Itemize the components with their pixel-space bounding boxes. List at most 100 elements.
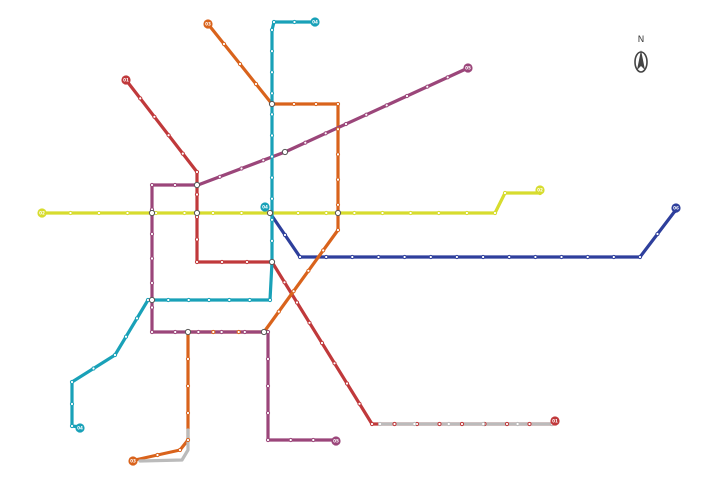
- station-dot-l1-10[interactable]: [219, 259, 225, 265]
- line-5-route[interactable]: [150, 66, 470, 442]
- station-dot-l6-1[interactable]: [282, 232, 288, 238]
- station-dot-l3-11[interactable]: [335, 202, 341, 207]
- station-dot-l4-27[interactable]: [69, 401, 75, 407]
- station-dot-l5-12[interactable]: [217, 174, 222, 179]
- station-dot-l6-3[interactable]: [324, 254, 329, 260]
- station-dot-l4-5[interactable]: [269, 70, 275, 75]
- station-dot-l1-8[interactable]: [194, 237, 200, 242]
- station-dot-l3-8[interactable]: [335, 127, 341, 132]
- terminal-badge-line1-0[interactable]: 01: [121, 75, 131, 85]
- station-dot-l3-2[interactable]: [237, 61, 243, 67]
- station-dot-l2-16[interactable]: [492, 210, 498, 216]
- station-dot-l5-31[interactable]: [288, 437, 293, 443]
- station-dot-l2-14[interactable]: [436, 210, 441, 216]
- station-dot-l1-13[interactable]: [282, 280, 287, 285]
- station-dot-l6-8[interactable]: [454, 254, 459, 260]
- terminal-badge-line3-5[interactable]: 03: [128, 456, 138, 466]
- station-dot-l4-6[interactable]: [269, 91, 275, 96]
- station-dot-l1-23[interactable]: [437, 421, 442, 427]
- line-3-route[interactable]: [133, 22, 340, 462]
- interchange-station-9[interactable]: [193, 181, 201, 189]
- station-dot-l1-20[interactable]: [369, 421, 375, 427]
- interchange-station-10[interactable]: [281, 148, 289, 156]
- station-dot-l4-13[interactable]: [269, 238, 275, 243]
- terminal-badge-line4-6[interactable]: 04: [310, 17, 320, 27]
- station-dot-l1-26[interactable]: [504, 421, 510, 427]
- interchange-station-7[interactable]: [184, 328, 192, 336]
- station-dot-l3-10[interactable]: [335, 177, 341, 182]
- station-dot-l3-9[interactable]: [335, 152, 341, 157]
- station-dot-l5-6[interactable]: [343, 121, 349, 127]
- station-dot-l3-23[interactable]: [185, 410, 191, 416]
- terminal-badge-line6-11[interactable]: 06: [671, 203, 681, 213]
- station-dot-l4-20[interactable]: [166, 297, 171, 303]
- station-dot-l3-12[interactable]: [335, 227, 341, 233]
- station-dot-l6-10[interactable]: [507, 254, 512, 260]
- station-dot-l6-7[interactable]: [428, 254, 433, 260]
- station-dot-l6-6[interactable]: [402, 254, 407, 260]
- station-dot-l4-11[interactable]: [269, 196, 275, 201]
- station-dot-l5-28[interactable]: [265, 383, 271, 389]
- station-dot-l5-7[interactable]: [323, 131, 328, 136]
- station-dot-l2-10[interactable]: [324, 210, 329, 216]
- terminal-badge-line2-3[interactable]: 02: [535, 185, 545, 195]
- station-dot-l3-19[interactable]: [211, 329, 216, 335]
- station-dot-l4-8[interactable]: [269, 133, 275, 138]
- station-dot-l5-20[interactable]: [149, 305, 155, 310]
- station-dot-l5-29[interactable]: [265, 410, 271, 416]
- station-dot-l5-15[interactable]: [149, 182, 155, 188]
- station-dot-l1-17[interactable]: [332, 361, 337, 366]
- terminal-badge-line5-9[interactable]: 05: [463, 63, 473, 73]
- station-dot-l4-16[interactable]: [247, 297, 252, 303]
- station-dot-l4-19[interactable]: [186, 297, 191, 303]
- station-dot-l6-2[interactable]: [297, 254, 303, 260]
- station-dot-l2-15[interactable]: [464, 210, 469, 216]
- interchange-station-1[interactable]: [193, 209, 201, 217]
- station-dot-l2-12[interactable]: [380, 210, 385, 216]
- station-dot-l4-12[interactable]: [269, 217, 275, 222]
- station-dot-l1-5[interactable]: [194, 169, 200, 175]
- terminal-badge-line4-8[interactable]: 04: [260, 202, 270, 212]
- station-dot-l1-9[interactable]: [194, 259, 200, 265]
- station-dot-l2-17[interactable]: [502, 190, 508, 196]
- line-2-route[interactable]: [40, 191, 542, 215]
- station-dot-l3-3[interactable]: [253, 81, 259, 87]
- interchange-station-4[interactable]: [268, 258, 276, 266]
- station-dot-l1-6[interactable]: [194, 192, 200, 197]
- station-dot-l4-1[interactable]: [292, 19, 297, 25]
- station-dot-l3-14[interactable]: [306, 268, 311, 273]
- station-dot-l5-30[interactable]: [265, 437, 271, 443]
- station-dot-l6-15[interactable]: [637, 254, 643, 260]
- station-dot-l5-8[interactable]: [303, 140, 308, 145]
- terminal-badge-line1-1[interactable]: 01: [550, 416, 560, 426]
- station-dot-l2-2[interactable]: [96, 210, 102, 216]
- station-dot-l3-25[interactable]: [177, 447, 183, 453]
- station-dot-l5-27[interactable]: [265, 356, 271, 362]
- station-dot-l5-11[interactable]: [239, 166, 244, 171]
- station-dot-l6-9[interactable]: [481, 254, 486, 260]
- station-dot-l2-3[interactable]: [125, 210, 130, 216]
- station-dot-l3-5[interactable]: [291, 101, 297, 107]
- station-dot-l2-6[interactable]: [210, 210, 216, 216]
- station-dot-l1-16[interactable]: [319, 340, 325, 346]
- station-dot-l1-11[interactable]: [244, 259, 250, 265]
- station-dot-l3-13[interactable]: [321, 248, 326, 253]
- interchange-station-3[interactable]: [268, 100, 276, 108]
- station-dot-l4-7[interactable]: [269, 112, 275, 117]
- station-dot-l5-2[interactable]: [425, 84, 430, 89]
- station-dot-l4-23[interactable]: [123, 334, 129, 339]
- station-dot-l3-6[interactable]: [313, 101, 319, 107]
- station-dot-l3-7[interactable]: [335, 101, 341, 107]
- station-dot-l4-9[interactable]: [269, 154, 275, 159]
- station-dot-l5-23[interactable]: [196, 329, 201, 335]
- station-dot-l4-28[interactable]: [69, 423, 75, 429]
- interchange-station-5[interactable]: [334, 209, 342, 217]
- station-dot-l5-10[interactable]: [261, 158, 266, 163]
- station-dot-l1-18[interactable]: [344, 381, 350, 386]
- station-dot-l1-19[interactable]: [357, 401, 362, 406]
- station-dot-l5-14[interactable]: [172, 182, 178, 188]
- station-dot-lext-1[interactable]: [412, 421, 417, 427]
- station-dot-l5-22[interactable]: [173, 329, 178, 335]
- station-dot-l1-21[interactable]: [392, 421, 397, 427]
- station-dot-l6-14[interactable]: [611, 254, 616, 260]
